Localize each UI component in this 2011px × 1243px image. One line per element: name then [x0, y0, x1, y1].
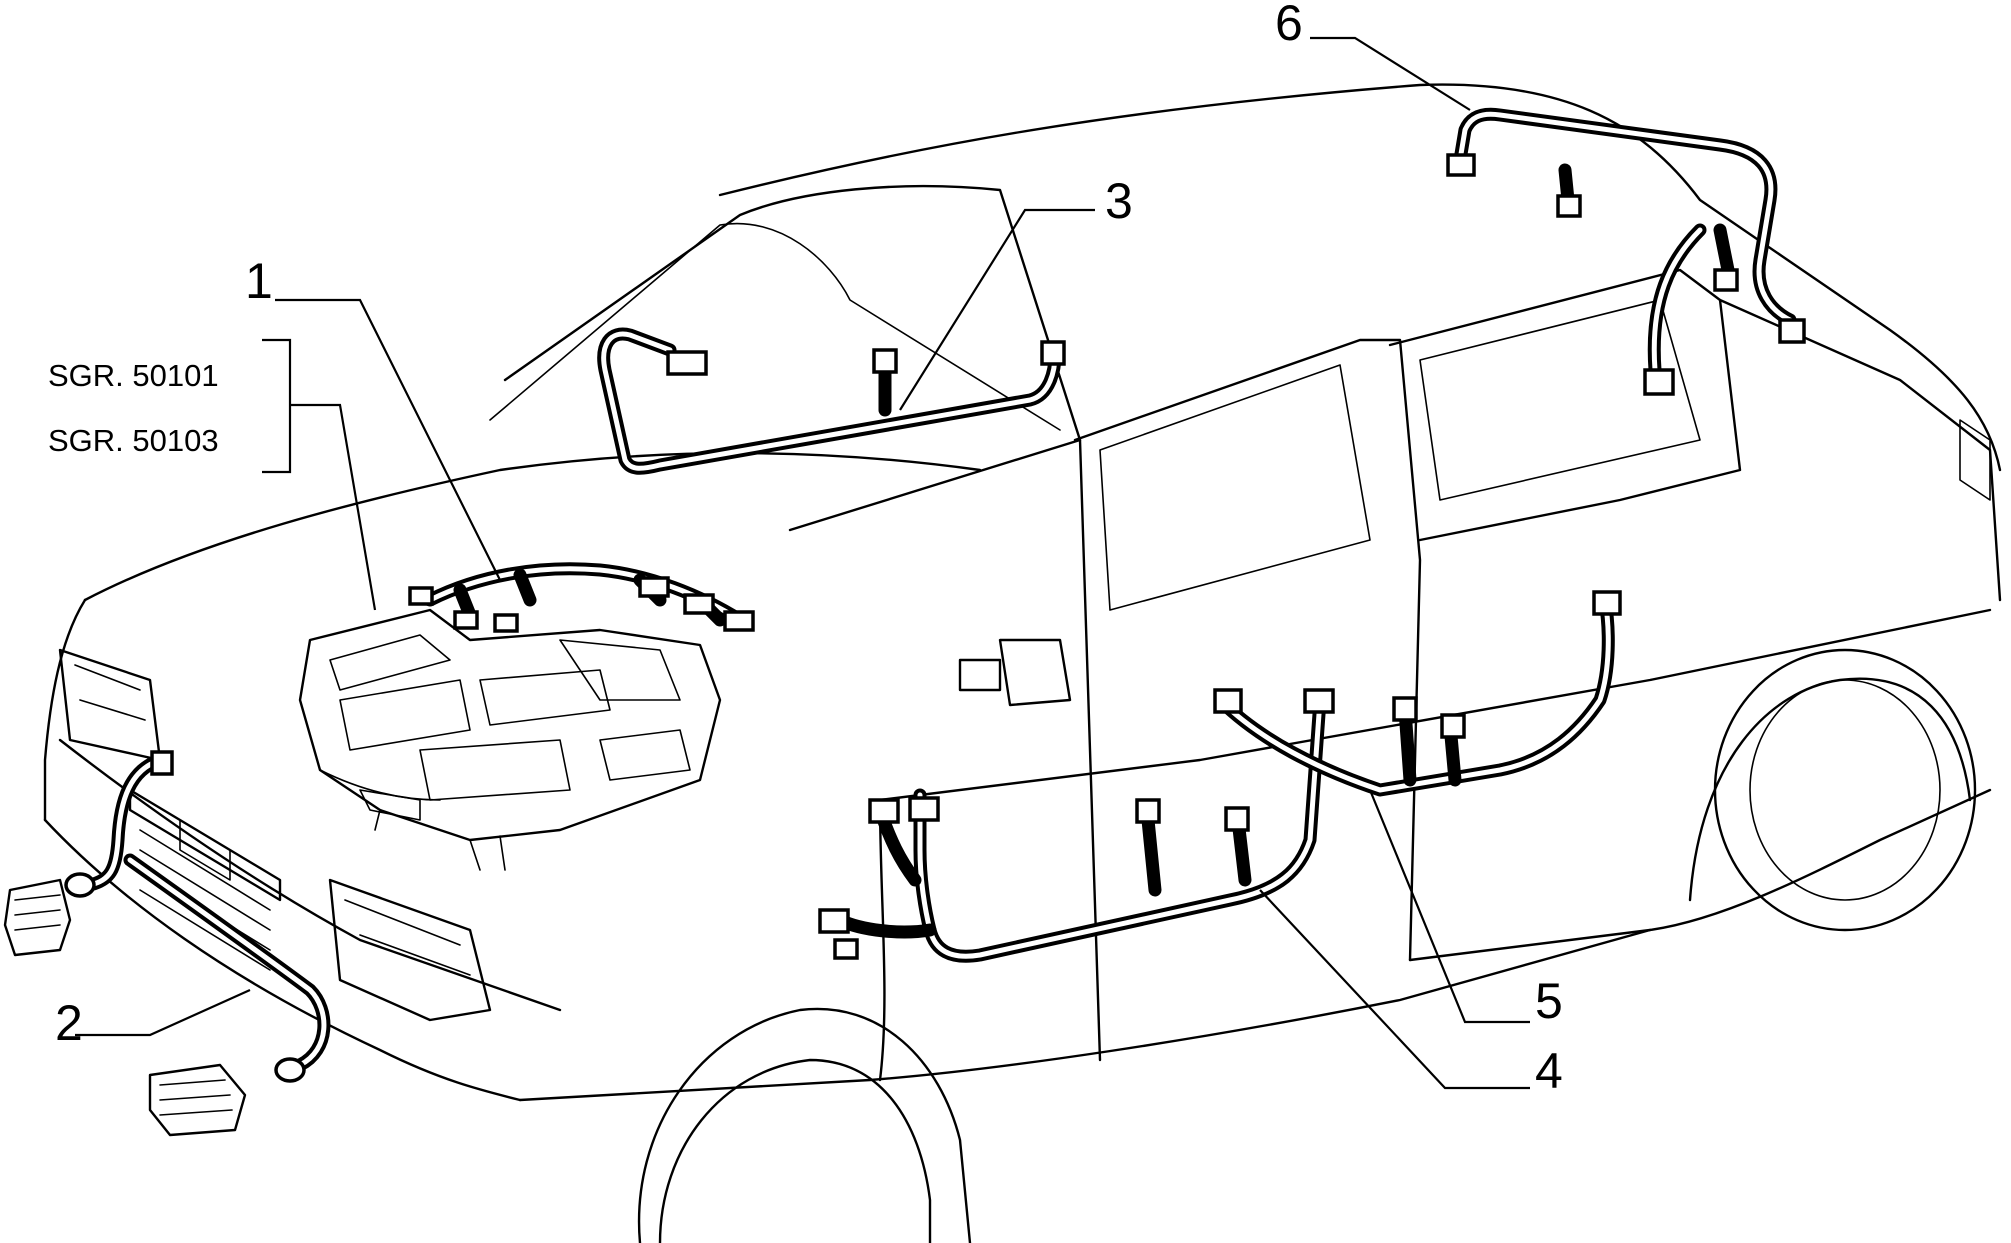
- callout-2: 2: [55, 995, 83, 1051]
- car-body-outline: [43, 83, 2002, 1243]
- harness-roof-tailgate: [1446, 107, 1806, 396]
- reference-sgr-50101: SGR. 50101: [48, 358, 219, 393]
- callout-5: 5: [1535, 973, 1563, 1029]
- callout-6: 6: [1275, 0, 1303, 51]
- relay-module-bottom: [148, 1063, 247, 1137]
- harness-windshield: [597, 327, 1066, 475]
- harness-rear-door: [1213, 590, 1622, 797]
- callout-3: 3: [1105, 173, 1133, 229]
- callout-labels: 1 2 3 4 5 6: [55, 0, 1563, 1099]
- dashboard-assembly: [298, 608, 722, 871]
- harness-front-bumper: [64, 750, 331, 1083]
- callout-1: 1: [245, 253, 273, 309]
- connectors-dashboard: [408, 576, 755, 633]
- reference-sgr-50103: SGR. 50103: [48, 423, 219, 458]
- reference-group: SGR. 50101 SGR. 50103: [48, 358, 219, 458]
- callout-4: 4: [1535, 1043, 1563, 1099]
- relay-module-left: [3, 878, 72, 957]
- harness-front-door: [818, 688, 1335, 963]
- leader-lines: [75, 36, 1530, 1090]
